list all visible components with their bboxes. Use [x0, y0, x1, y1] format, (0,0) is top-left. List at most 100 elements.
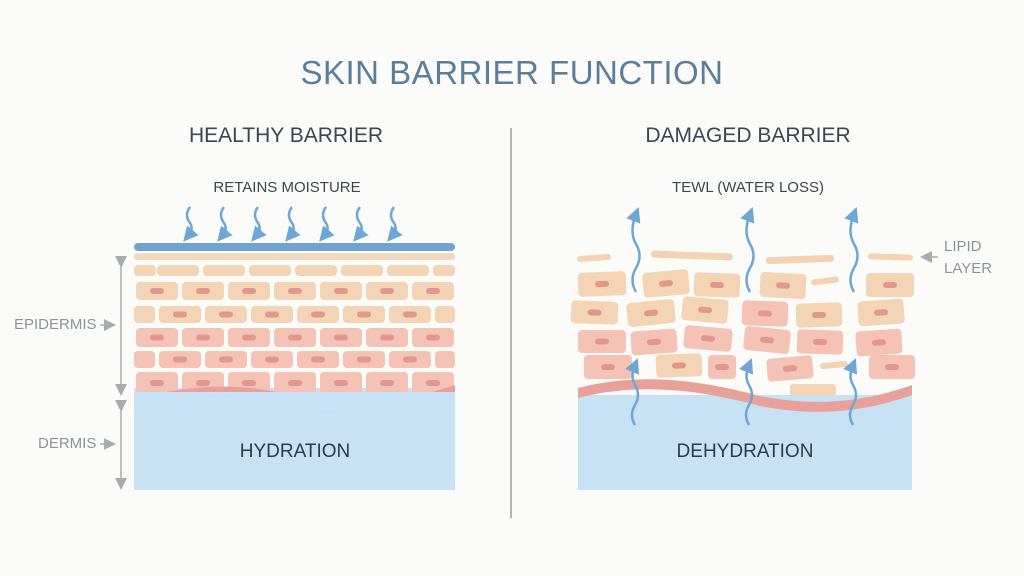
skin-cell	[642, 269, 690, 298]
cell-nucleus	[150, 288, 164, 294]
skin-cell	[577, 271, 627, 297]
moisture-arrow-down-icon	[183, 206, 199, 242]
cell-body	[203, 265, 245, 276]
skin-cell	[205, 306, 247, 323]
cell-nucleus	[219, 311, 233, 318]
healthy-heading: HEALTHY BARRIER	[188, 124, 384, 147]
cell-body	[341, 265, 383, 276]
skin-cell	[412, 372, 454, 394]
skin-cell	[412, 282, 454, 300]
skin-cell	[136, 282, 178, 300]
skin-cell	[295, 265, 337, 276]
cell-nucleus	[288, 334, 302, 341]
broken-lipid-fragment	[766, 254, 834, 265]
cell-nucleus	[288, 380, 302, 386]
dermis-label: DERMIS	[38, 435, 97, 452]
cell-nucleus	[812, 311, 826, 319]
moisture-arrow-down-icon	[319, 206, 335, 242]
loose-cell	[790, 384, 836, 396]
moisture-arrow-down-icon	[353, 206, 369, 242]
skin-cell	[857, 298, 905, 327]
cell-nucleus	[698, 306, 712, 314]
tewl-label: TEWL (WATER LOSS)	[672, 179, 824, 196]
cell-nucleus	[659, 280, 673, 287]
broken-lipid-fragment	[651, 250, 733, 261]
skin-cell	[203, 265, 245, 276]
skin-cell	[681, 296, 729, 324]
cell-nucleus	[776, 282, 790, 289]
cell-nucleus	[219, 356, 233, 363]
moisture-arrow-down-icon	[387, 206, 403, 242]
skin-cell	[343, 306, 385, 323]
cell-nucleus	[242, 380, 256, 386]
cell-body	[249, 265, 291, 276]
broken-lipid-fragment	[820, 361, 848, 369]
skin-cell	[366, 372, 408, 394]
cell-nucleus	[403, 356, 417, 363]
skin-cell	[341, 265, 383, 276]
skin-cell	[320, 282, 362, 300]
skin-cell	[795, 302, 843, 328]
cell-nucleus	[403, 311, 417, 318]
skin-cell	[251, 306, 293, 323]
skin-cell	[320, 328, 362, 347]
cell-nucleus	[288, 288, 302, 294]
cell-nucleus	[595, 338, 609, 345]
skin-cell	[159, 351, 201, 368]
skin-cell	[136, 372, 178, 394]
water-loss-arrow-up-icon	[626, 207, 641, 293]
cell-nucleus	[380, 334, 394, 341]
skin-cell	[389, 351, 431, 368]
cell-nucleus	[334, 334, 348, 341]
cell-nucleus	[311, 356, 325, 363]
water-loss-arrow-up-icon	[844, 207, 859, 293]
skin-cell	[866, 273, 914, 297]
basement-membrane	[578, 379, 912, 412]
skin-cell	[249, 265, 291, 276]
cell-body	[134, 306, 155, 323]
cell-body	[295, 265, 337, 276]
skin-cell	[743, 326, 791, 354]
cell-nucleus	[885, 364, 899, 370]
water-loss-arrow-up-icon	[843, 358, 858, 426]
skin-cell	[297, 306, 339, 323]
water-loss-arrow-up-icon	[625, 358, 640, 426]
cell-nucleus	[644, 309, 658, 317]
cell-nucleus	[357, 356, 371, 363]
dehydration-label: DEHYDRATION	[676, 441, 814, 462]
skin-cell	[759, 272, 807, 299]
skin-cell	[134, 265, 156, 276]
cell-nucleus	[173, 311, 187, 318]
cell-nucleus	[426, 380, 440, 386]
broken-lipid-fragment	[811, 276, 839, 286]
skin-cell	[228, 328, 270, 347]
skin-cell	[136, 328, 178, 347]
cell-nucleus	[601, 364, 615, 370]
skin-cell	[343, 351, 385, 368]
cell-nucleus	[595, 280, 609, 288]
cell-body	[157, 265, 199, 276]
skin-cell	[855, 328, 903, 357]
broken-lipid-fragment	[868, 253, 913, 261]
skin-cell	[320, 372, 362, 394]
lipid-strip	[134, 253, 455, 260]
moisture-seal-layer	[134, 243, 455, 251]
cell-nucleus	[710, 281, 724, 289]
water-loss-arrow-up-icon	[739, 358, 754, 426]
skin-cell	[251, 351, 293, 368]
skin-cell	[159, 306, 201, 323]
hydration-label: HYDRATION	[239, 441, 351, 462]
skin-cell	[412, 328, 454, 347]
skin-cell	[435, 351, 455, 368]
dermis-fill	[134, 395, 455, 420]
skin-cell	[274, 328, 316, 347]
skin-cell	[741, 300, 789, 327]
skin-cell	[766, 355, 814, 382]
damaged-heading: DAMAGED BARRIER	[645, 124, 851, 147]
dermis-top	[134, 392, 455, 414]
skin-cell	[274, 372, 316, 394]
moisture-arrow-down-icon	[251, 206, 267, 242]
retains-moisture-label: RETAINS MOISTURE	[213, 179, 361, 196]
skin-cell	[683, 325, 733, 352]
skin-cell	[655, 353, 703, 378]
